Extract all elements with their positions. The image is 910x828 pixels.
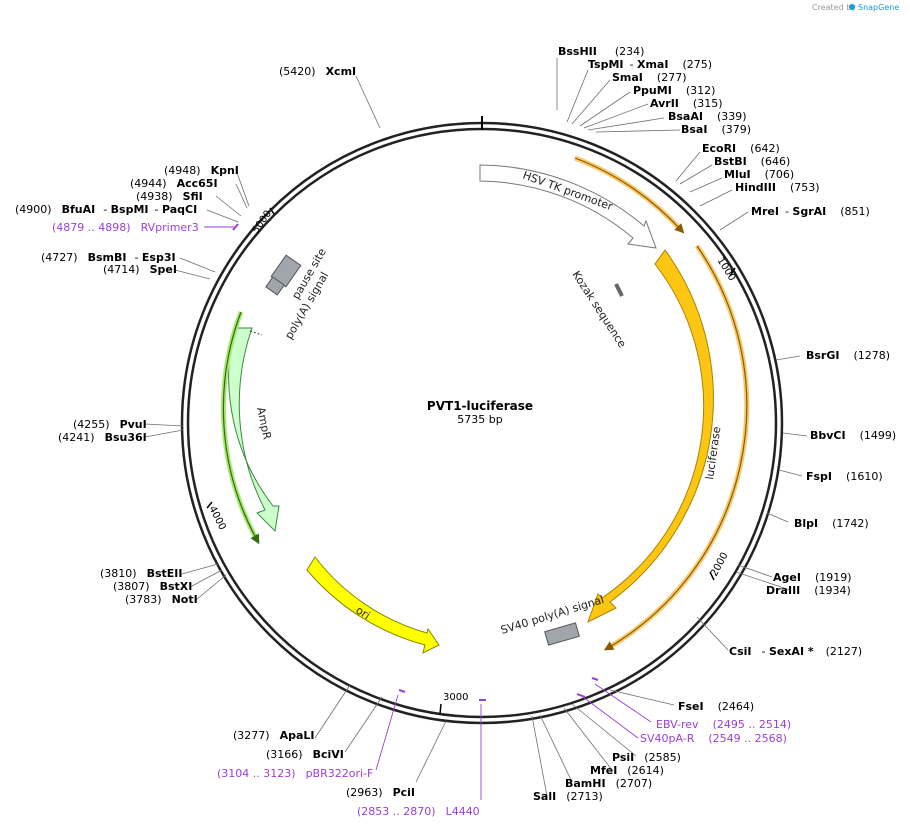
primer-rvprimer3[interactable]: (4879 .. 4898)RVprimer3 [52,221,199,234]
site-blpi[interactable]: BlpI(1742) [794,517,869,530]
site-bsai[interactable]: BsaI(379) [681,123,751,136]
site-psii[interactable]: PsiI(2585) [612,751,681,764]
site-bbvci[interactable]: BbvCI(1499) [810,429,896,442]
site-mlui[interactable]: MluI(706) [724,168,794,181]
kozak-sequence-label: Kozak sequence [569,269,628,351]
tick-label-5000: 5000 [250,209,274,236]
tick-label-2000: 2000 [709,551,731,579]
tick-mark-1000 [729,267,736,277]
tick-mark-2000 [709,571,715,581]
tick-label-4000: 4000 [206,504,227,532]
site-pcii[interactable]: (2963)PciI [346,786,415,799]
site-bstxi[interactable]: (3807)BstXI [113,580,192,593]
primer-pbr322ori-f[interactable]: (3104 .. 3123)pBR322ori-F [217,767,373,780]
plasmid-length: 5735 bp [457,413,502,426]
site-leaders [144,58,808,797]
site-acc65i[interactable]: (4944)Acc65I [130,177,218,190]
site-sfii[interactable]: (4938)SfiI [136,190,203,203]
site-ppumi[interactable]: PpuMI(312) [633,84,715,97]
site-bfuai-bspmi-paqci[interactable]: (4900)BfuAI- BspMI- PaqCI [15,203,197,216]
primer-ebv-rev[interactable]: EBV-rev(2495 .. 2514) [656,718,791,731]
site-ecori[interactable]: EcoRI(642) [702,142,780,155]
site-spei[interactable]: (4714)SpeI [103,263,177,276]
site-noti[interactable]: (3783)NotI [125,593,198,606]
site-csii-sexai[interactable]: CsiI- SexAI *(2127) [729,645,862,658]
translation-arrow-upper [574,157,685,234]
snapgene-label: SnapGene [858,3,899,12]
primer-leaders [204,226,652,800]
site-sali[interactable]: SalI(2713) [533,790,603,803]
site-bsmbi-esp3i[interactable]: (4727)BsmBI- Esp3I [41,251,176,264]
site-bsu36i[interactable]: (4241)Bsu36I [58,431,147,444]
site-kpni[interactable]: (4948)KpnI [164,164,239,177]
site-pvui[interactable]: (4255)PvuI [73,418,147,431]
site-smai[interactable]: SmaI(277) [612,71,687,84]
site-tspmi-xmai[interactable]: TspMI- XmaI(275) [588,58,712,71]
site-bsaai[interactable]: BsaAI(339) [668,110,747,123]
created-by-label: Created by [812,3,856,12]
site-fsei[interactable]: FseI(2464) [678,700,754,713]
snapgene-logo-icon [849,4,855,10]
site-xcmi[interactable]: (5420)XcmI [279,65,356,78]
luciferase-feature[interactable] [587,249,714,624]
plasmid-name: PVT1-luciferase [427,399,533,413]
tick-label-3000: 3000 [443,692,468,703]
tick-mark-3000 [439,703,442,715]
pbr322ori-f-marker [398,689,406,693]
site-bstbi[interactable]: BstBI(646) [714,155,790,168]
sv40pa-r-marker [576,693,586,698]
ampr-promoter-dots [249,330,263,336]
ebv-rev-marker [591,677,599,681]
site-avrii[interactable]: AvrII(315) [650,97,723,110]
site-bcivi[interactable]: (3166)BciVI [266,748,344,761]
site-fspi[interactable]: FspI(1610) [806,470,883,483]
ampr-label: AmpR [254,406,274,441]
hsv-tk-promoter-feature[interactable] [479,164,657,249]
ampr-feature[interactable] [228,327,280,533]
site-bsshii[interactable]: BssHII(234) [558,45,644,58]
translation-arrow-lower [603,245,748,651]
site-mrei-sgrai[interactable]: MreI- SgrAI(851) [751,205,870,218]
site-hindiii[interactable]: HindIII(753) [735,181,820,194]
polya-signal-feature[interactable] [265,276,285,296]
kozak-sequence-feature[interactable] [614,283,624,297]
primer-sv40pa-r[interactable]: SV40pA-R(2549 .. 2568) [640,732,787,745]
sv40-polya-signal-feature[interactable] [544,622,580,646]
tick-mark-5000 [269,207,275,215]
site-bsrgi[interactable]: BsrGI(1278) [806,349,890,362]
hsv-tk-promoter-label: HSV TK promoter [521,169,615,214]
rvprimer3-marker [232,223,239,231]
ampr-translation-arrow [222,311,260,545]
site-bsteii[interactable]: (3810)BstEII [100,567,182,580]
site-bamhi[interactable]: BamHI(2707) [565,777,652,790]
site-draiii[interactable]: DraIII(1934) [766,584,851,597]
site-apali[interactable]: (3277)ApaLI [233,729,315,742]
primer-l4440[interactable]: (2853 .. 2870)L4440 [357,805,480,818]
tick-mark-4000 [206,501,213,509]
ori-feature[interactable] [306,556,440,654]
site-mfei[interactable]: MfeI(2614) [590,764,664,777]
site-agei[interactable]: AgeI(1919) [773,571,852,584]
